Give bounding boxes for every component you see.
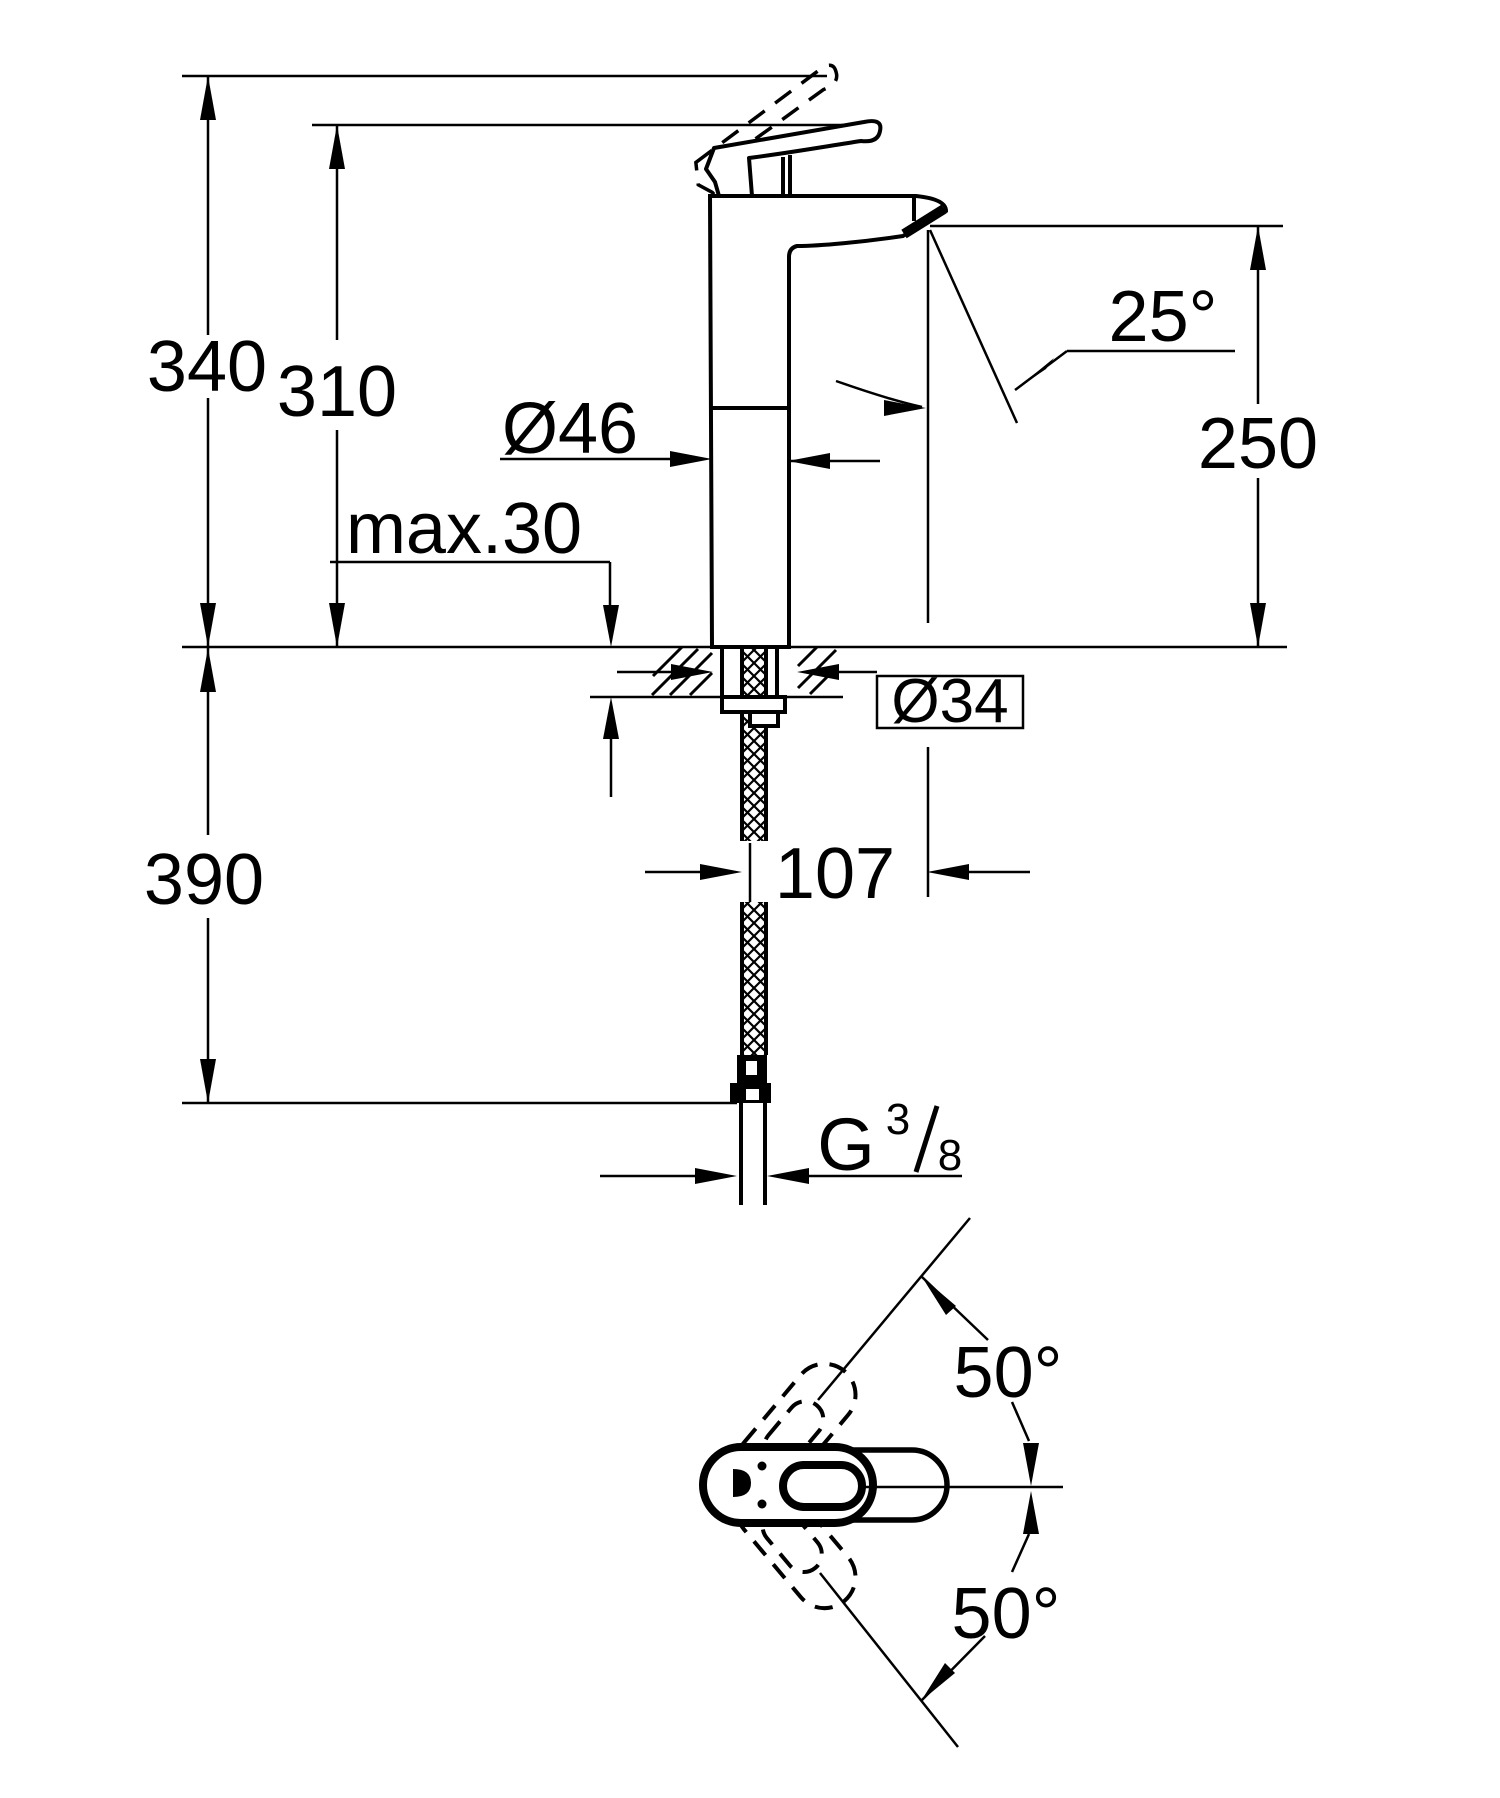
dim-310-label: 310 xyxy=(277,352,397,432)
dim-diam34: Ø34 xyxy=(617,664,1025,736)
angle-25-line xyxy=(928,229,1019,424)
handle-lever xyxy=(704,119,883,198)
handle-top-dot xyxy=(757,1499,767,1509)
dim-diam46: Ø46 xyxy=(500,389,880,469)
dim-g38-label-den: 8 xyxy=(938,1131,962,1180)
aerator xyxy=(901,204,947,239)
dim-340-label: 340 xyxy=(147,327,267,407)
dim-max30: max.30 xyxy=(330,489,619,797)
angle-50-line-upper xyxy=(817,1217,971,1401)
main-view: 340 310 390 250 xyxy=(144,63,1318,1205)
dim-25deg: 25° xyxy=(835,229,1235,897)
dim-107-label: 107 xyxy=(775,834,895,914)
dim-diam46-label: Ø46 xyxy=(502,389,638,469)
dim-50-lower: 50° xyxy=(920,1491,1061,1702)
dim-diam34-frame xyxy=(875,674,1025,730)
dim-107: 107 xyxy=(645,834,1030,914)
hose-braid-upper xyxy=(742,649,766,841)
hose-fitting-slot xyxy=(746,1061,757,1075)
angle-50-line-lower xyxy=(819,1572,959,1748)
angle-25-arc xyxy=(835,379,923,409)
dim-g38-slash xyxy=(913,1105,940,1173)
dim-250-label: 250 xyxy=(1198,404,1318,484)
dim-g38-label-num: 3 xyxy=(886,1095,910,1144)
dim-max30-label: max.30 xyxy=(346,489,582,569)
dim-50-upper-label: 50° xyxy=(954,1333,1063,1413)
dim-340: 340 xyxy=(147,76,267,647)
dim-diam34-label: Ø34 xyxy=(891,667,1008,736)
handle-top-logo-mark xyxy=(733,1469,751,1497)
top-view: 50° 50° xyxy=(699,1217,1063,1748)
dim-390-label: 390 xyxy=(144,840,264,920)
faucet-body xyxy=(704,119,949,649)
dim-50-lower-label: 50° xyxy=(952,1574,1061,1654)
handle-top-dot xyxy=(757,1461,767,1471)
dim-310: 310 xyxy=(277,125,397,647)
dim-g38-label-g: G xyxy=(817,1103,875,1186)
mounting-nut-step xyxy=(748,710,780,728)
hose-braid-lower xyxy=(742,902,766,1055)
mounting-nut xyxy=(720,695,787,714)
dim-390: 390 xyxy=(144,647,264,1103)
mounting-section xyxy=(650,645,840,1205)
dim-g38: G 3 8 xyxy=(600,1095,962,1186)
dim-25deg-label: 25° xyxy=(1109,277,1218,357)
dim-50-upper: 50° xyxy=(921,1276,1063,1486)
handle-top-slot xyxy=(779,1461,866,1511)
faucet-outline xyxy=(707,194,949,649)
hose-fitting-slot xyxy=(746,1089,759,1100)
dim-250: 250 xyxy=(930,224,1318,647)
